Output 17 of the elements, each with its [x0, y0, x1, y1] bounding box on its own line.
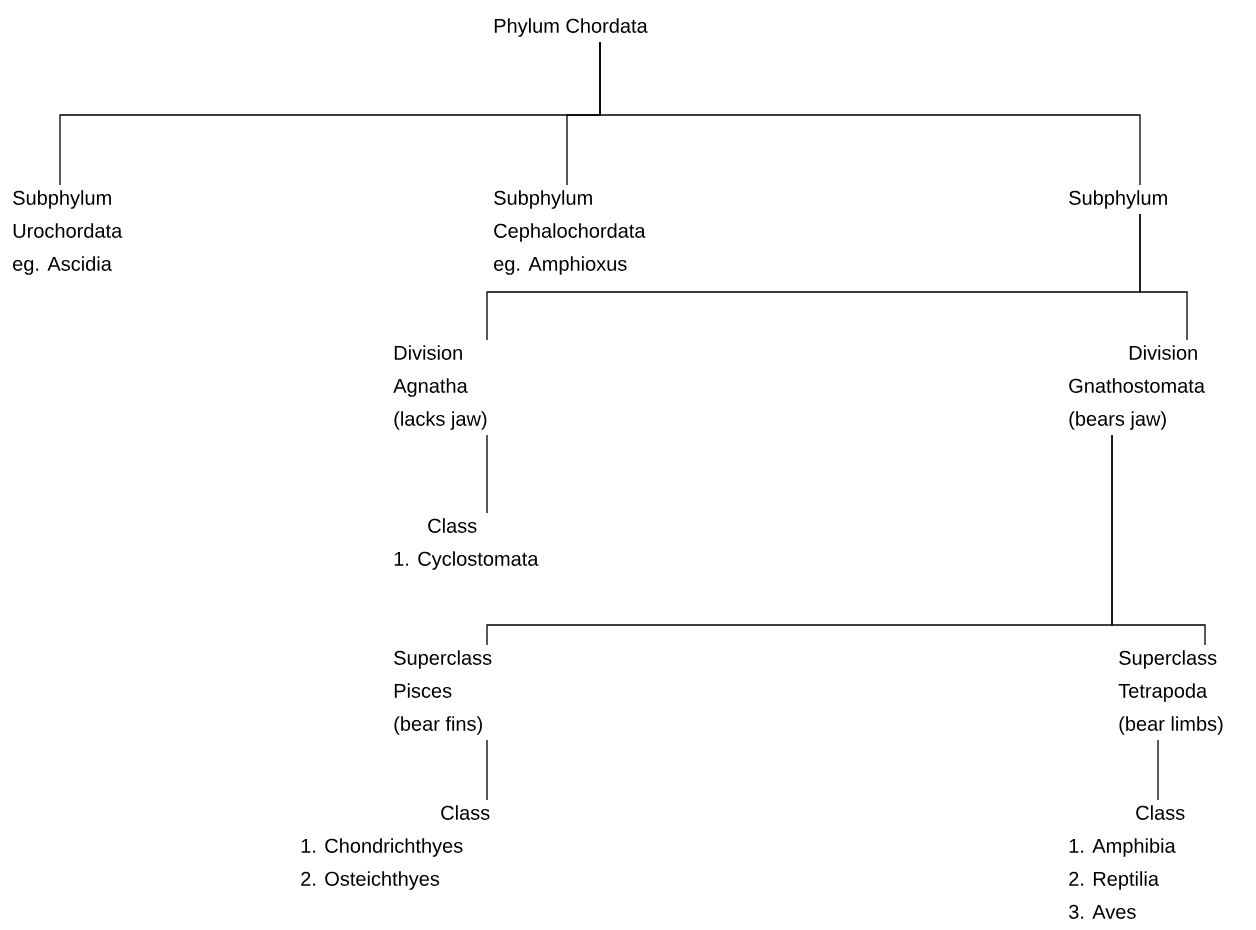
taxon-label: Subphylum Cephalochordata eg. Amphioxus — [494, 190, 646, 275]
tree-connector — [486, 434, 488, 514]
taxon-label: Superclass Tetrapoda (bear limbs) — [1118, 650, 1223, 735]
taxon-label: Class 1. Cyclostomata — [394, 518, 539, 570]
taxon-label: Division Gnathostomata (bears jaw) — [1069, 345, 1205, 430]
tree-connector — [599, 41, 1141, 186]
tree-connector — [1111, 434, 1206, 646]
taxon-label: Class 1. Amphibia 2. Reptilia 3. Aves — [1069, 805, 1185, 919]
taxon-label: Subphylum Urochordata eg. Ascidia — [13, 190, 123, 275]
taxon-label: Class 1. Chondrichthyes 2. Osteichthyes — [301, 805, 490, 890]
tree-connector — [486, 739, 488, 801]
taxon-label: Subphylum — [1069, 190, 1167, 209]
taxon-label: Superclass Pisces (bear fins) — [394, 650, 492, 735]
taxon-label: Division Agnatha (lacks jaw) — [393, 345, 487, 430]
tree-connector — [1139, 213, 1188, 341]
tree-connector — [1157, 739, 1159, 801]
taxon-label: Phylum Chordata — [494, 18, 648, 37]
